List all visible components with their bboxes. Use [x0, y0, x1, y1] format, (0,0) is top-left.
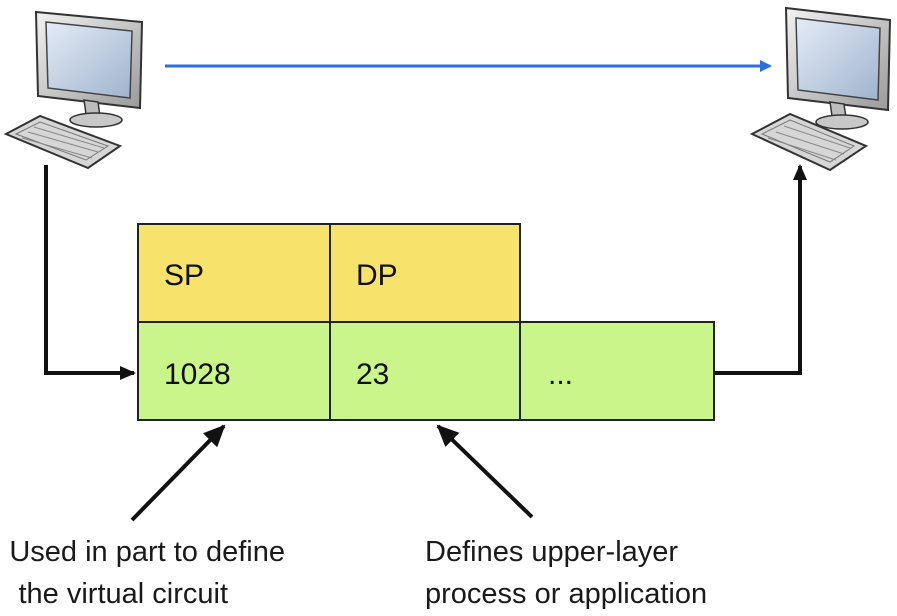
source-connector-arrow — [44, 165, 136, 380]
dp-callout-arrow — [436, 424, 534, 519]
right-caption-line1: Defines upper-layer — [425, 536, 678, 568]
sp-header-label: SP — [164, 259, 204, 292]
rest-value-label: ... — [548, 358, 573, 391]
sp-value-label: 1028 — [164, 358, 231, 391]
rest-value-cell — [519, 321, 715, 421]
destination-connector-arrow — [714, 164, 807, 375]
right-caption-line2: process or application — [425, 578, 707, 610]
left-caption-line1: Used in part to define — [9, 536, 285, 568]
destination-computer-icon — [749, 6, 892, 172]
dp-header-label: DP — [356, 259, 398, 292]
left-caption-line2: the virtual circuit — [18, 578, 228, 610]
sp-callout-arrow — [130, 424, 226, 522]
dp-value-label: 23 — [356, 358, 389, 391]
dp-header-cell — [329, 223, 521, 323]
sp-value-cell — [137, 321, 331, 421]
source-computer-icon — [3, 10, 144, 170]
